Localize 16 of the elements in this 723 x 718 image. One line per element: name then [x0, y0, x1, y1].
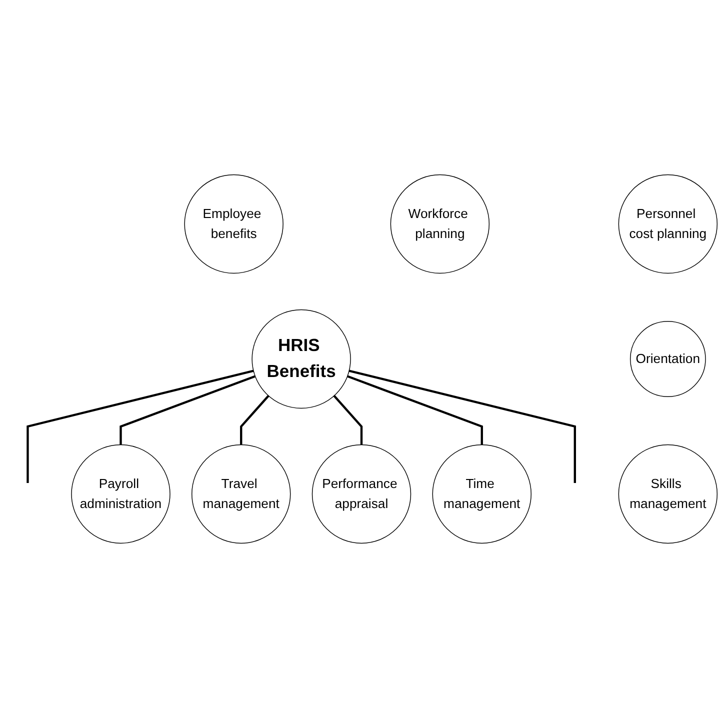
- connector: [240, 395, 270, 445]
- node-circle: Time management: [432, 444, 532, 544]
- node-circle: Workforce planning: [390, 174, 490, 274]
- connector: [348, 370, 576, 484]
- node-circle: Employee benefits: [184, 174, 284, 274]
- node-circle: HRIS Benefits: [252, 309, 351, 409]
- node-circle: Payroll administration: [71, 444, 170, 544]
- connector: [333, 395, 363, 445]
- node-circle: Personnel cost planning: [618, 174, 718, 274]
- connector: [26, 370, 254, 484]
- node-circle: Skills management: [618, 444, 718, 544]
- node-circle: Travel management: [192, 444, 291, 544]
- node-circle: Orientation: [630, 321, 706, 397]
- node-circle: Performance appraisal: [312, 444, 412, 544]
- connector: [347, 375, 483, 445]
- connector: [120, 375, 256, 445]
